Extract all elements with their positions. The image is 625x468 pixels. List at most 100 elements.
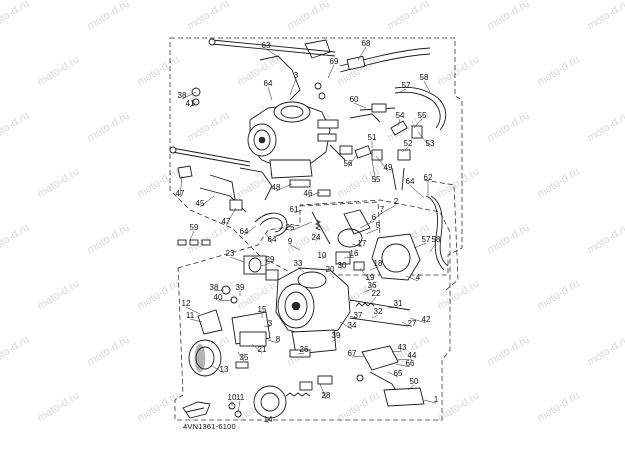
leader-line-64c — [265, 233, 273, 244]
leader-line-47b — [225, 207, 237, 226]
leader-line-50 — [407, 384, 415, 391]
callout-labels: 1234567891011121314151617181920212223242… — [176, 39, 441, 424]
watermark-text: moto-d.ru — [0, 333, 32, 368]
callout-27: 27 — [408, 319, 417, 328]
callout-40: 40 — [214, 293, 223, 302]
leader-line-3 — [289, 78, 297, 96]
leader-line-44 — [397, 358, 413, 361]
leader-line-23 — [229, 256, 245, 263]
callout-49: 49 — [384, 163, 393, 172]
callout-3b: 3 — [268, 319, 273, 328]
upper-assembly-outline — [169, 37, 463, 276]
leader-line-16 — [343, 256, 355, 259]
leader-line-4 — [405, 275, 419, 282]
leader-line-58b — [429, 242, 437, 253]
watermark-text: moto-d.ru — [85, 221, 131, 256]
leader-line-65 — [387, 371, 399, 378]
leader-line-56 — [347, 155, 357, 168]
watermark-text: moto-d.ru — [135, 277, 181, 312]
leader-line-12 — [185, 306, 201, 315]
watermark-text: moto-d.ru — [585, 109, 625, 144]
leader-line-38b — [213, 289, 225, 292]
diagram-code: 4VN1361-6100 — [183, 422, 236, 431]
leader-line-31 — [387, 306, 399, 309]
callout-8: 8 — [276, 335, 281, 344]
callout-33: 33 — [294, 259, 303, 268]
callout-54: 54 — [396, 111, 405, 120]
watermark-text: moto-d.ru — [485, 221, 531, 256]
watermark-text: moto-d.ru — [585, 221, 625, 256]
callout-9: 9 — [288, 237, 293, 246]
callout-52: 52 — [404, 139, 413, 148]
watermark-text: moto-d.ru — [185, 109, 231, 144]
callout-16: 16 — [350, 249, 359, 258]
callout-29: 29 — [266, 255, 275, 264]
callout-68: 68 — [362, 39, 371, 48]
watermark-text: moto-d.ru — [235, 53, 281, 88]
callout-31: 31 — [394, 299, 403, 308]
callout-12: 12 — [182, 299, 191, 308]
watermark-text: moto-d.ru — [585, 0, 625, 33]
callout-66: 66 — [406, 359, 415, 368]
callout-41: 41 — [186, 99, 195, 108]
callout-57: 57 — [402, 81, 411, 90]
leader-line-55 — [413, 118, 423, 129]
leader-line-8 — [267, 339, 279, 344]
callout-17: 17 — [358, 239, 367, 248]
lower-assembly-outline — [174, 199, 451, 421]
front-direction-arrow — [182, 401, 211, 419]
leader-line-63 — [265, 48, 281, 59]
callout-10b: 10 — [228, 393, 237, 402]
leader-line-58 — [423, 80, 431, 93]
leader-line-11b — [237, 400, 241, 413]
callout-24: 24 — [312, 233, 321, 242]
watermark-text: moto-d.ru — [35, 389, 81, 424]
leader-line-43 — [391, 350, 403, 353]
lower-carburetor-body — [197, 209, 421, 355]
callout-19: 19 — [366, 273, 375, 282]
watermark-text: moto-d.ru — [485, 109, 531, 144]
watermark-text: moto-d.ru — [35, 53, 81, 88]
cable-bracket-left — [177, 165, 247, 213]
leader-line-64 — [267, 86, 273, 101]
hose-fittings-cluster — [339, 120, 423, 191]
callout-47: 47 — [176, 189, 185, 198]
leader-line-20 — [329, 272, 335, 279]
watermark-text: moto-d.ru — [585, 333, 625, 368]
leader-line-45 — [199, 195, 215, 208]
watermark-text: moto-d.ru — [35, 165, 81, 200]
leader-line-30 — [339, 261, 343, 270]
callout-51: 51 — [368, 133, 377, 142]
overflow-hose-right — [425, 195, 449, 271]
leader-line-19 — [359, 267, 371, 282]
callout-26: 26 — [300, 345, 309, 354]
leader-line-57b — [413, 242, 427, 249]
callout-64d: 64 — [406, 177, 415, 186]
leader-line-64b — [243, 225, 257, 236]
leader-line-11 — [189, 318, 203, 323]
callout-25: 25 — [286, 223, 295, 232]
leader-line-48 — [275, 183, 293, 192]
leader-line-26 — [297, 352, 305, 355]
callout-57b: 57 — [422, 235, 431, 244]
leader-line-67 — [351, 355, 365, 358]
watermark-text: moto-d.ru — [285, 0, 331, 33]
callout-28: 28 — [322, 391, 331, 400]
callout-59: 59 — [190, 223, 199, 232]
callout-37: 37 — [354, 311, 363, 320]
callout-44: 44 — [408, 351, 417, 360]
watermark-text: moto-d.ru — [35, 277, 81, 312]
watermark-text: moto-d.ru — [535, 277, 581, 312]
callout-43: 43 — [398, 343, 407, 352]
leader-line-55b — [371, 159, 377, 184]
watermark-text: moto-d.ru — [0, 109, 32, 144]
callout-22: 22 — [372, 289, 381, 298]
leader-line-33 — [297, 266, 305, 273]
callout-20: 20 — [326, 265, 335, 274]
leader-line-24 — [315, 235, 321, 242]
leader-line-27 — [401, 321, 413, 328]
leader-line-3b — [263, 325, 271, 328]
leader-line-6 — [359, 220, 375, 229]
leader-line-2 — [379, 204, 397, 215]
leader-line-25 — [289, 221, 313, 232]
